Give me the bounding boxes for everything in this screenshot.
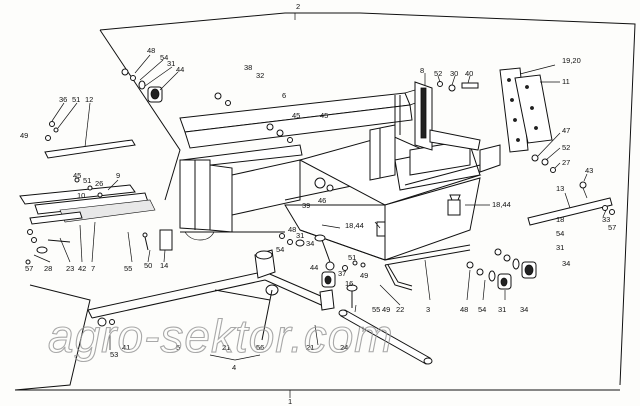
lower-frame-5 [87,249,335,350]
label-50: 50 [144,261,152,270]
label-49: 49 [20,131,28,140]
part-group-57-28-23-42-7 [25,221,96,265]
label-12: 12 [85,95,93,104]
label-49-c: 49 [382,305,390,314]
label-54-b: 54 [556,229,564,238]
label-14: 14 [160,261,168,270]
frame-body [179,81,501,261]
label-21-b: 21 [306,343,314,352]
assembly-number-4: 4 [232,363,236,372]
label-5: 5 [176,343,180,352]
label-34-c: 34 [520,305,528,314]
part-group-8-52-30-40 [424,73,479,92]
shaft-24 [338,284,433,365]
label-54-c: 54 [276,245,284,254]
label-28: 28 [44,264,52,273]
label-19-20: 19,20 [562,56,581,65]
label-51: 51 [72,95,80,104]
label-52-b: 52 [562,143,570,152]
label-9: 9 [116,171,120,180]
part-labels: 2 1 4 48 54 31 44 38 32 6 8 52 30 40 19,… [20,2,616,406]
label-48-c: 48 [460,305,468,314]
label-40: 40 [465,69,473,78]
label-39: 39 [302,201,310,210]
lever-22-arm-3 [384,244,471,291]
label-10: 10 [77,191,85,200]
label-26: 26 [95,179,103,188]
label-21: 21 [222,343,230,352]
label-55: 55 [124,264,132,273]
label-38: 38 [244,63,252,72]
label-31-b: 31 [556,243,564,252]
label-41: 41 [122,343,130,352]
label-18: 18 [556,215,564,224]
label-34-b: 34 [306,239,314,248]
label-7: 7 [91,264,95,273]
label-36: 36 [59,95,67,104]
label-34: 34 [562,259,570,268]
label-53: 53 [110,350,118,359]
label-49-b: 49 [360,271,368,280]
part-group-47-52-27-43 [531,132,588,199]
label-48: 48 [147,46,155,55]
label-47: 47 [562,126,570,135]
label-31-c: 31 [296,231,304,240]
part-group-48-54-31-44 [121,54,179,103]
label-23: 23 [66,264,74,273]
assembly-number-1: 1 [288,397,292,406]
bar-12 [44,102,136,159]
part-group-lower-pivot [279,233,366,288]
label-22: 22 [396,305,404,314]
label-13: 13 [556,184,564,193]
label-54-d: 54 [478,305,486,314]
label-48-b: 48 [288,225,296,234]
label-30: 30 [450,69,458,78]
plates-19-20-and-11 [499,64,560,153]
assembly-number-2: 2 [296,2,300,11]
label-31: 31 [167,59,175,68]
label-57-b: 57 [25,264,33,273]
label-31-d: 31 [498,305,506,314]
bar-13 [527,192,615,226]
label-45-b: 45 [320,111,328,120]
label-51-b: 51 [83,176,91,185]
label-32: 32 [256,71,264,80]
label-46: 46 [318,196,326,205]
label-16: 16 [345,279,353,288]
main-beam-6 [179,89,419,169]
label-54: 54 [160,53,168,62]
part-group-55-50-14 [127,229,173,263]
label-43: 43 [585,166,593,175]
part-group-right-hardware [466,248,537,290]
label-44-b: 44 [310,263,318,272]
label-44: 44 [176,65,184,74]
label-24: 24 [340,343,348,352]
label-45: 45 [292,111,300,120]
label-37: 37 [338,269,346,278]
label-51-c: 51 [348,253,356,262]
label-18-44: 18,44 [345,221,364,230]
label-56: 56 [256,343,264,352]
label-11: 11 [562,77,570,86]
label-6: 6 [282,91,286,100]
label-33: 33 [602,215,610,224]
watermark: agro-sektor.com [48,310,394,362]
label-18-44-b: 18,44 [492,200,511,209]
label-8: 8 [420,66,424,75]
label-57: 57 [608,223,616,232]
label-45-c: 45 [73,171,81,180]
label-3: 3 [426,305,430,314]
label-52: 52 [434,69,442,78]
leader-lines [209,204,506,361]
bar-9 [19,177,156,225]
label-42: 42 [78,264,86,273]
label-55-b: 55 [372,305,380,314]
label-27: 27 [562,158,570,167]
